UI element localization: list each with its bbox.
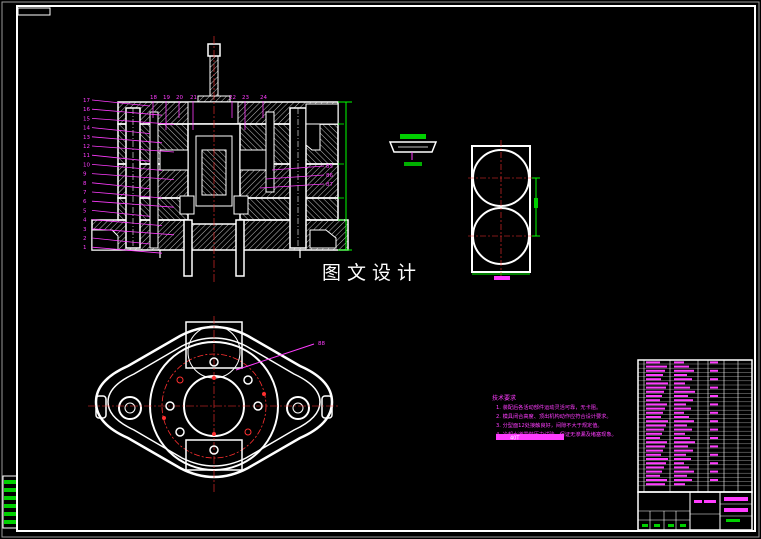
svg-text:技术要求: 技术要求 xyxy=(492,394,516,402)
balloon-16: 16 xyxy=(83,107,90,113)
title-block xyxy=(637,491,753,531)
balloon-6: 6 xyxy=(83,199,87,205)
leader-line xyxy=(91,210,151,217)
leader-line xyxy=(91,219,163,226)
binding-strip xyxy=(2,475,18,529)
balloon-17: 17 xyxy=(83,98,90,104)
balloon-11: 11 xyxy=(83,153,90,159)
balloon-13: 13 xyxy=(83,135,90,141)
leader-line xyxy=(259,183,325,189)
balloon-4: 4 xyxy=(83,218,87,224)
balloon-86: 86 xyxy=(326,173,333,179)
svg-text:1. 装配后各活动部件运动灵活可靠，无卡阻。: 1. 装配后各活动部件运动灵活可靠，无卡阻。 xyxy=(496,403,601,411)
balloon-1: 1 xyxy=(83,245,87,251)
leader-line xyxy=(91,154,151,162)
leader-line xyxy=(91,164,163,171)
height-dimension xyxy=(338,101,352,251)
technical-notes: 技术要求 1. 装配后各活动部件运动灵活可靠，无卡阻。 2. 模具闭合高度、顶出… xyxy=(492,394,617,442)
balloon-21: 21 xyxy=(190,95,197,101)
balloon-19: 19 xyxy=(163,95,170,101)
leader-line xyxy=(91,136,163,144)
balloon-2: 2 xyxy=(83,236,87,242)
leaders-right: 85 86 87 xyxy=(259,164,333,189)
svg-text:40T: 40T xyxy=(510,436,520,442)
balloon-23: 23 xyxy=(242,95,249,101)
leader-line xyxy=(91,200,175,208)
leader-line xyxy=(91,246,163,254)
leader-line xyxy=(91,127,151,134)
plan-view xyxy=(88,316,340,494)
balloon-24: 24 xyxy=(260,95,267,101)
balloon-14: 14 xyxy=(83,126,90,132)
leader-line xyxy=(91,99,151,107)
side-view xyxy=(468,140,540,280)
balloon-12: 12 xyxy=(83,144,90,150)
balloon-5: 5 xyxy=(83,208,87,214)
balloon-15: 15 xyxy=(83,116,90,122)
leader-line xyxy=(271,165,325,171)
balloon-85: 85 xyxy=(326,164,333,170)
leaders-top: 18 19 20 21 22 23 24 xyxy=(150,95,267,130)
leader-line xyxy=(91,191,163,199)
leader-line xyxy=(91,118,175,125)
watermark-text: 图文设计 xyxy=(322,262,423,284)
leader-line xyxy=(91,228,175,236)
leader-line xyxy=(91,108,163,116)
svg-text:3. 分型面12处接触良好，间隙不大于规定值。: 3. 分型面12处接触良好，间隙不大于规定值。 xyxy=(496,421,603,429)
leader-line xyxy=(91,173,175,180)
leaders-left: 17 16 15 14 13 12 11 10 9 8 7 6 5 4 3 2 1 xyxy=(83,98,175,254)
balloon-9: 9 xyxy=(83,172,87,178)
section-view xyxy=(91,36,349,282)
part-detail-view xyxy=(388,134,438,166)
balloon-88: 88 xyxy=(318,341,325,347)
balloon-10: 10 xyxy=(83,162,90,168)
leader-line xyxy=(265,174,325,180)
balloon-18: 18 xyxy=(150,95,157,101)
balloon-3: 3 xyxy=(83,227,87,233)
balloon-20: 20 xyxy=(176,95,183,101)
balloon-22: 22 xyxy=(229,95,236,101)
leader-line xyxy=(91,145,175,153)
balloon-87: 87 xyxy=(326,182,333,188)
balloon-7: 7 xyxy=(83,190,87,196)
leader-line xyxy=(91,182,151,190)
svg-text:2. 模具闭合高度、顶出机构动作应符合设计要求。: 2. 模具闭合高度、顶出机构动作应符合设计要求。 xyxy=(496,412,612,420)
leader-line xyxy=(91,237,151,245)
balloon-8: 8 xyxy=(83,181,87,187)
parts-list xyxy=(637,359,753,493)
